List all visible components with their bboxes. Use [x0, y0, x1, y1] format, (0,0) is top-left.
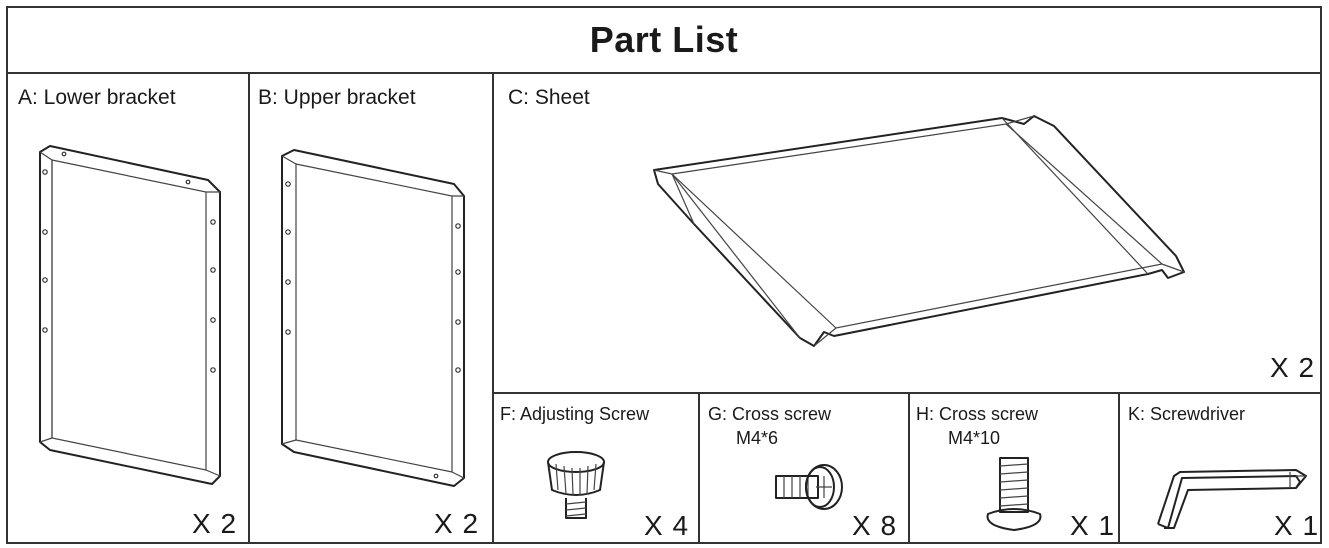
divider [908, 392, 910, 544]
part-spec: M4*6 [736, 428, 779, 448]
cross-screw-short-icon [775, 464, 843, 510]
part-quantity: X 2 [434, 508, 480, 539]
part-label: B: Upper bracket [258, 86, 416, 109]
adjusting-screw-icon [547, 451, 605, 519]
lower-bracket-icon [39, 145, 221, 485]
part-label: C: Sheet [508, 86, 590, 109]
part-label: A: Lower bracket [18, 86, 176, 109]
part-cell-c: C: Sheet X 2 [494, 74, 1320, 392]
divider [492, 392, 1320, 394]
part-quantity: X 2 [1270, 352, 1316, 383]
part-label: G: Cross screw [708, 404, 832, 424]
upper-bracket-icon [281, 149, 465, 487]
divider [248, 74, 250, 544]
part-label: K: Screwdriver [1128, 404, 1246, 424]
part-quantity: X 8 [852, 510, 898, 541]
part-cell-f: F: Adjusting Screw X 4 [494, 394, 698, 544]
divider [1118, 392, 1120, 544]
part-quantity: X 1 [1070, 510, 1116, 541]
part-label: F: Adjusting Screw [500, 404, 650, 424]
part-quantity: X 2 [192, 508, 238, 539]
divider [492, 74, 494, 544]
cross-screw-long-icon [986, 457, 1042, 531]
part-cell-h: H: Cross screw M4*10 X 1 [910, 394, 1118, 544]
part-cell-k: K: Screwdriver X 1 [1120, 394, 1320, 544]
screwdriver-icon [1157, 469, 1307, 529]
part-cell-a: A: Lower bracket X 2 [8, 74, 248, 544]
part-cell-g: G: Cross screw M4*6 X 8 [700, 394, 908, 544]
part-quantity: X 1 [1274, 510, 1320, 541]
divider [698, 392, 700, 544]
sheet-panel-icon [653, 115, 1185, 347]
part-cell-b: B: Upper bracket X 2 [250, 74, 492, 544]
part-list-sheet: Part List A: Lower bracket X 2 B: Upper … [6, 6, 1322, 544]
part-quantity: X 4 [644, 510, 690, 541]
part-label: H: Cross screw [916, 404, 1039, 424]
page-title: Part List [8, 8, 1320, 74]
part-spec: M4*10 [948, 428, 1001, 448]
